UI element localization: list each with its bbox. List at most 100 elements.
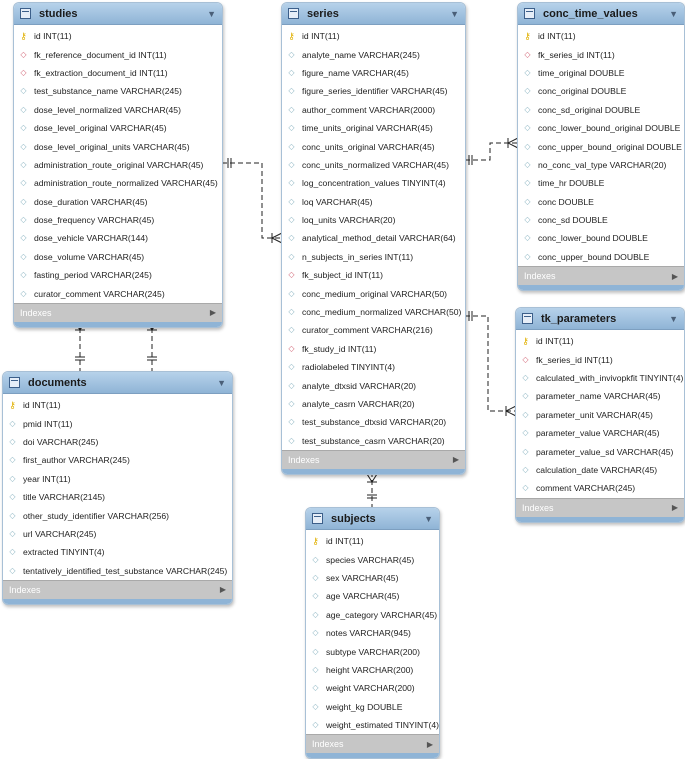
column-row[interactable]: ◇sex VARCHAR(45) <box>306 569 439 587</box>
column-row[interactable]: ◇loq_units VARCHAR(20) <box>282 211 465 229</box>
collapse-arrow-icon[interactable]: ▼ <box>669 8 678 19</box>
expand-indexes-icon[interactable]: ▶ <box>671 271 678 281</box>
column-row[interactable]: ◇conc_sd_original DOUBLE <box>518 101 684 119</box>
table-header[interactable]: studies▼ <box>14 3 222 25</box>
column-row[interactable]: ◇analyte_casrn VARCHAR(20) <box>282 395 465 413</box>
table-conc-time-values[interactable]: conc_time_values▼ ⚷id INT(11)◇fk_series_i… <box>517 2 685 292</box>
column-row[interactable]: ◇figure_name VARCHAR(45) <box>282 64 465 82</box>
column-row[interactable]: ⚷id INT(11) <box>306 532 439 550</box>
column-row[interactable]: ◇weight VARCHAR(200) <box>306 679 439 697</box>
column-row[interactable]: ◇age VARCHAR(45) <box>306 587 439 605</box>
expand-indexes-icon[interactable]: ▶ <box>219 585 226 595</box>
column-row[interactable]: ⚷id INT(11) <box>516 332 684 350</box>
column-row[interactable]: ◇title VARCHAR(2145) <box>3 488 232 506</box>
column-row[interactable]: ◇conc_original DOUBLE <box>518 82 684 100</box>
column-row[interactable]: ◇dose_duration VARCHAR(45) <box>14 193 222 211</box>
column-row[interactable]: ◇curator_comment VARCHAR(216) <box>282 321 465 339</box>
column-row[interactable]: ◇dose_level_normalized VARCHAR(45) <box>14 101 222 119</box>
column-row[interactable]: ◇fk_series_id INT(11) <box>518 45 684 63</box>
column-row[interactable]: ◇fasting_period VARCHAR(245) <box>14 266 222 284</box>
indexes-section[interactable]: Indexes▶ <box>518 266 684 286</box>
column-row[interactable]: ◇no_conc_val_type VARCHAR(20) <box>518 156 684 174</box>
indexes-section[interactable]: Indexes▶ <box>14 302 222 322</box>
column-row[interactable]: ◇parameter_name VARCHAR(45) <box>516 387 684 405</box>
table-subjects[interactable]: subjects▼⚷id INT(11)◇species VARCHAR(45)… <box>305 507 440 759</box>
column-row[interactable]: ◇administration_route_normalized VARCHAR… <box>14 174 222 192</box>
table-documents[interactable]: documents▼ ⚷id INT(11)◇pmid INT(11)◇doi V… <box>2 371 233 605</box>
indexes-section[interactable]: Indexes▶ <box>282 449 465 469</box>
table-tk-parameters[interactable]: tk_parameters▼ ⚷id INT(11)◇fk_series_id I… <box>515 307 685 523</box>
column-row[interactable]: ◇extracted TINYINT(4) <box>3 543 232 561</box>
column-row[interactable]: ◇pmid INT(11) <box>3 414 232 432</box>
column-row[interactable]: ◇n_subjects_in_series INT(11) <box>282 248 465 266</box>
column-row[interactable]: ◇notes VARCHAR(945) <box>306 624 439 642</box>
table-series[interactable]: series▼ ⚷id INT(11)◇analyte_name VARCHAR(… <box>281 2 466 475</box>
column-row[interactable]: ◇height VARCHAR(200) <box>306 661 439 679</box>
column-row[interactable]: ◇curator_comment VARCHAR(245) <box>14 284 222 302</box>
column-row[interactable]: ◇conc_medium_normalized VARCHAR(50) <box>282 303 465 321</box>
column-row[interactable]: ◇year INT(11) <box>3 470 232 488</box>
column-row[interactable]: ◇conc_medium_original VARCHAR(50) <box>282 284 465 302</box>
expand-indexes-icon[interactable]: ▶ <box>452 455 459 465</box>
column-row[interactable]: ◇administration_route_original VARCHAR(4… <box>14 156 222 174</box>
collapse-arrow-icon[interactable]: ▼ <box>217 377 226 388</box>
column-row[interactable]: ◇test_substance_name VARCHAR(245) <box>14 82 222 100</box>
column-row[interactable]: ◇weight_kg DOUBLE <box>306 698 439 716</box>
column-row[interactable]: ◇subtype VARCHAR(200) <box>306 642 439 660</box>
column-row[interactable]: ◇species VARCHAR(45) <box>306 550 439 568</box>
column-row[interactable]: ◇test_substance_dtxsid VARCHAR(20) <box>282 413 465 431</box>
column-row[interactable]: ⚷id INT(11) <box>518 27 684 45</box>
column-row[interactable]: ◇dose_level_original_units VARCHAR(45) <box>14 137 222 155</box>
column-row[interactable]: ◇dose_level_original VARCHAR(45) <box>14 119 222 137</box>
column-row[interactable]: ⚷id INT(11) <box>282 27 465 45</box>
table-studies[interactable]: studies▼ ⚷id INT(11)◇fk_reference_documen… <box>13 2 223 328</box>
column-row[interactable]: ◇age_category VARCHAR(45) <box>306 606 439 624</box>
column-row[interactable]: ◇conc DOUBLE <box>518 193 684 211</box>
column-row[interactable]: ◇conc_lower_bound_original DOUBLE <box>518 119 684 137</box>
column-row[interactable]: ◇fk_extraction_document_id INT(11) <box>14 64 222 82</box>
column-row[interactable]: ◇parameter_unit VARCHAR(45) <box>516 406 684 424</box>
column-row[interactable]: ◇conc_upper_bound DOUBLE <box>518 248 684 266</box>
column-row[interactable]: ◇parameter_value VARCHAR(45) <box>516 424 684 442</box>
column-row[interactable]: ◇conc_units_normalized VARCHAR(45) <box>282 156 465 174</box>
table-header[interactable]: conc_time_values▼ <box>518 3 684 25</box>
collapse-arrow-icon[interactable]: ▼ <box>424 513 433 524</box>
column-row[interactable]: ◇analyte_name VARCHAR(245) <box>282 45 465 63</box>
column-row[interactable]: ◇weight_estimated TINYINT(4) <box>306 716 439 734</box>
column-row[interactable]: ◇calculated_with_invivopkfit TINYINT(4) <box>516 369 684 387</box>
column-row[interactable]: ◇fk_study_id INT(11) <box>282 340 465 358</box>
collapse-arrow-icon[interactable]: ▼ <box>669 313 678 324</box>
column-row[interactable]: ◇dose_volume VARCHAR(45) <box>14 248 222 266</box>
column-row[interactable]: ◇other_study_identifier VARCHAR(256) <box>3 506 232 524</box>
column-row[interactable]: ◇time_units_original VARCHAR(45) <box>282 119 465 137</box>
column-row[interactable]: ◇fk_series_id INT(11) <box>516 350 684 368</box>
indexes-section[interactable]: Indexes▶ <box>516 497 684 517</box>
column-row[interactable]: ◇doi VARCHAR(245) <box>3 433 232 451</box>
table-header[interactable]: series▼ <box>282 3 465 25</box>
column-row[interactable]: ◇url VARCHAR(245) <box>3 525 232 543</box>
collapse-arrow-icon[interactable]: ▼ <box>450 8 459 19</box>
indexes-section[interactable]: Indexes▶ <box>306 734 439 754</box>
column-row[interactable]: ◇comment VARCHAR(245) <box>516 479 684 497</box>
column-row[interactable]: ◇fk_reference_document_id INT(11) <box>14 45 222 63</box>
expand-indexes-icon[interactable]: ▶ <box>209 308 216 318</box>
column-row[interactable]: ◇time_original DOUBLE <box>518 64 684 82</box>
column-row[interactable]: ◇fk_subject_id INT(11) <box>282 266 465 284</box>
column-row[interactable]: ◇conc_lower_bound DOUBLE <box>518 229 684 247</box>
expand-indexes-icon[interactable]: ▶ <box>671 503 678 513</box>
column-row[interactable]: ⚷id INT(11) <box>3 396 232 414</box>
column-row[interactable]: ◇figure_series_identifier VARCHAR(45) <box>282 82 465 100</box>
column-row[interactable]: ◇dose_vehicle VARCHAR(144) <box>14 229 222 247</box>
column-row[interactable]: ◇dose_frequency VARCHAR(45) <box>14 211 222 229</box>
column-row[interactable]: ◇conc_units_original VARCHAR(45) <box>282 137 465 155</box>
column-row[interactable]: ◇conc_sd DOUBLE <box>518 211 684 229</box>
table-header[interactable]: tk_parameters▼ <box>516 308 684 330</box>
table-header[interactable]: documents▼ <box>3 372 232 394</box>
column-row[interactable]: ◇parameter_value_sd VARCHAR(45) <box>516 442 684 460</box>
column-row[interactable]: ◇conc_upper_bound_original DOUBLE <box>518 137 684 155</box>
collapse-arrow-icon[interactable]: ▼ <box>207 8 216 19</box>
column-row[interactable]: ◇author_comment VARCHAR(2000) <box>282 101 465 119</box>
column-row[interactable]: ◇analyte_dtxsid VARCHAR(20) <box>282 376 465 394</box>
column-row[interactable]: ◇tentatively_identified_test_substance V… <box>3 562 232 580</box>
column-row[interactable]: ⚷id INT(11) <box>14 27 222 45</box>
